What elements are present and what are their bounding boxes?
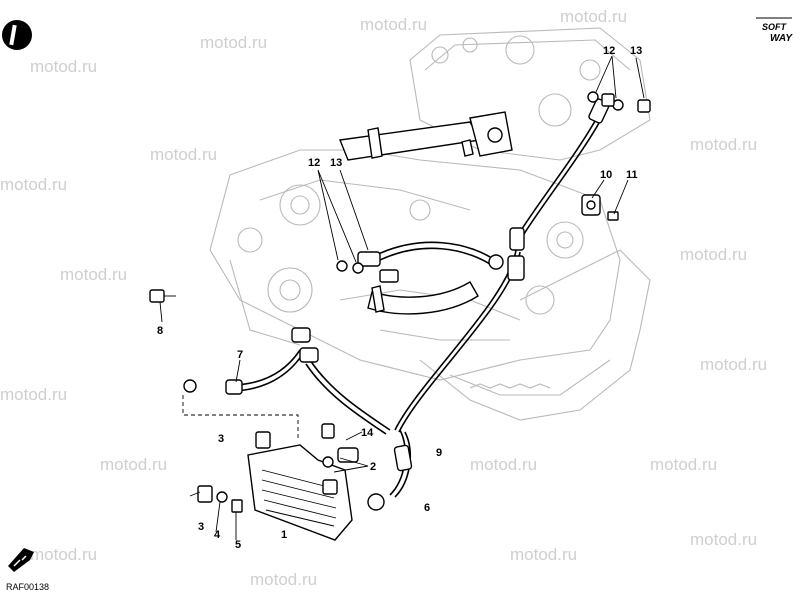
part-number-label: 7 xyxy=(237,349,243,361)
watermark: motod.ru xyxy=(560,7,627,26)
watermark: motod.ru xyxy=(650,455,717,474)
part-number-label: 5 xyxy=(235,539,241,551)
watermark: motod.ru xyxy=(200,33,267,52)
watermark: motod.ru xyxy=(0,385,67,404)
oil-cooler xyxy=(197,423,353,541)
part-number-label: 12 xyxy=(308,157,320,169)
watermark: motod.ru xyxy=(60,265,127,284)
watermark: motod.ru xyxy=(0,175,67,194)
part-number-label: 2 xyxy=(370,461,376,473)
watermark: motod.ru xyxy=(690,530,757,549)
part-number-label: 9 xyxy=(436,447,442,459)
watermark: motod.ru xyxy=(30,545,97,564)
watermark: motod.ru xyxy=(30,57,97,76)
part-number-label: 1 xyxy=(281,529,287,541)
part-number-label: 11 xyxy=(626,169,638,181)
part-number-labels: 12 13 12 13 10 11 8 7 3 14 2 9 6 3 4 5 1 xyxy=(157,45,642,551)
fasteners-upper xyxy=(149,91,651,303)
watermark: motod.ru xyxy=(700,355,767,374)
logo-line2: WAY xyxy=(770,33,793,44)
watermark: motod.ru xyxy=(250,570,317,589)
watermark: motod.ru xyxy=(360,15,427,34)
part-number-label: 14 xyxy=(361,427,374,439)
part-number-label: 6 xyxy=(424,502,430,514)
leader-lines xyxy=(159,55,645,540)
watermark: motod.ru xyxy=(100,455,167,474)
middle-hose xyxy=(367,281,479,315)
part-number-label: 4 xyxy=(214,529,221,541)
watermark-layer: motod.ru motod.ru motod.ru motod.ru moto… xyxy=(0,7,767,589)
part-number-label: 8 xyxy=(157,325,163,337)
watermark: motod.ru xyxy=(680,245,747,264)
part-number-label: 3 xyxy=(218,433,224,445)
watermark: motod.ru xyxy=(150,145,217,164)
diagram-code: RAF00138 xyxy=(6,582,49,592)
software-logo: SOFT WAY xyxy=(756,17,793,44)
part-number-label: 10 xyxy=(600,169,612,181)
part-number-label: 3 xyxy=(198,521,204,533)
part-number-label: 13 xyxy=(330,157,342,169)
watermark: motod.ru xyxy=(690,135,757,154)
hose-fittings xyxy=(183,98,610,511)
upper-tube xyxy=(339,111,513,161)
front-direction-arrow-icon xyxy=(8,548,34,572)
part-number-label: 13 xyxy=(630,45,642,57)
watermark: motod.ru xyxy=(510,545,577,564)
engine-block-outline xyxy=(209,27,651,421)
part-number-label: 12 xyxy=(603,45,615,57)
brand-mark-icon xyxy=(2,20,32,50)
assembly-bracket-outline xyxy=(182,395,299,440)
watermark: motod.ru xyxy=(470,455,537,474)
logo-line1: SOFT xyxy=(762,22,788,32)
